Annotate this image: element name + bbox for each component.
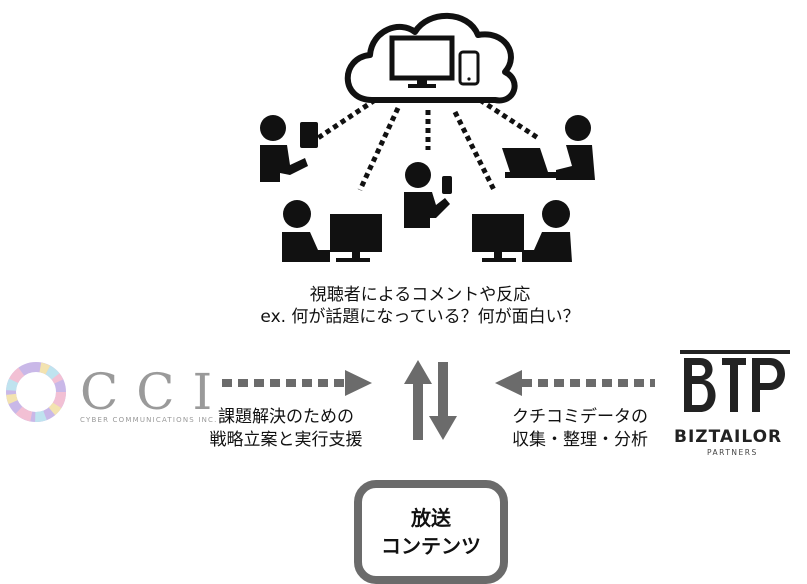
cci-logo-mark (6, 362, 66, 422)
arrow-down-icon (429, 362, 457, 440)
dashed-arrow-left-icon (495, 370, 655, 396)
strategy-caption-line2: 戦略立案と実行支援 (209, 430, 363, 450)
broadcast-box-line1: 放送 (411, 506, 451, 530)
cci-logo-subtext: CYBER COMMUNICATIONS INC. (80, 416, 218, 424)
monitor-icon (389, 35, 455, 88)
broadcast-box-line2: コンテンツ (381, 534, 481, 558)
viewer-caption-line1: 視聴者によるコメントや反応 (309, 285, 531, 305)
strategy-caption: 課題解決のための 戦略立案と実行支援 (196, 406, 376, 452)
btp-logo-mark (680, 350, 790, 412)
viewer-tablet-icon (260, 115, 318, 182)
data-analysis-caption: クチコミデータの 収集・整理・分析 (490, 406, 670, 452)
arrow-up-icon (404, 360, 432, 440)
smartphone-icon (458, 50, 480, 86)
viewer-laptop-icon (502, 115, 595, 180)
cci-logo-text: CCI (80, 363, 231, 421)
viewer-phone-icon (404, 162, 452, 228)
data-analysis-caption-line2: 収集・整理・分析 (512, 430, 648, 450)
data-analysis-caption-line1: クチコミデータの (512, 407, 648, 427)
broadcast-content-box: 放送 コンテンツ (354, 480, 508, 584)
strategy-caption-line1: 課題解決のための (218, 407, 354, 427)
connection-lines (316, 97, 540, 194)
dashed-arrow-right-icon (222, 370, 372, 396)
btp-logo-subtext: PARTNERS (707, 448, 758, 457)
viewer-desktop-icon (282, 200, 382, 262)
viewer-caption: 視聴者によるコメントや反応 ex. 何が話題になっている？何が面白い？ (230, 284, 610, 328)
viewer-caption-line2: ex. 何が話題になっている？何が面白い？ (260, 307, 580, 327)
btp-logo-name: BIZTAILOR (674, 427, 783, 447)
viewer-desktop-icon (472, 200, 572, 262)
